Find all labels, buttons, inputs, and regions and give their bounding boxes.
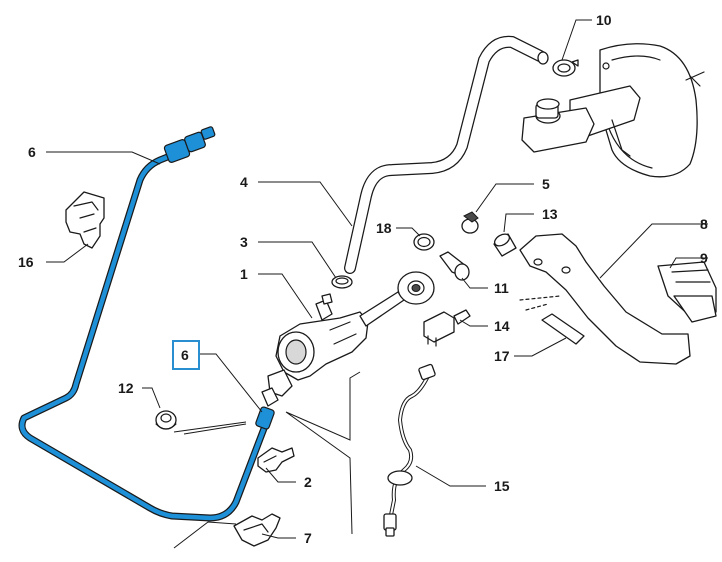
bracket-7 <box>233 513 281 547</box>
pipe-lower-fitting <box>255 406 275 430</box>
label-12: 12 <box>118 380 134 396</box>
label-5: 5 <box>542 176 550 192</box>
label-17: 17 <box>494 348 510 364</box>
leader-7 <box>261 533 296 539</box>
label-18: 18 <box>376 220 392 236</box>
leader-17 <box>514 337 567 357</box>
brake-booster <box>521 43 705 178</box>
label-3: 3 <box>240 234 248 250</box>
leader-4 <box>258 181 353 227</box>
clamp-10 <box>552 59 579 77</box>
leader-lines <box>46 19 708 549</box>
pin-17 <box>541 313 585 345</box>
pin-11 <box>439 251 470 281</box>
pedal-pad-9 <box>657 261 717 323</box>
clamp-5 <box>461 211 479 234</box>
label-10: 10 <box>596 12 612 28</box>
leader-3 <box>258 241 337 279</box>
grommet-12 <box>155 410 177 430</box>
leader-5 <box>475 183 534 213</box>
label-8: 8 <box>700 216 708 232</box>
label-2: 2 <box>304 474 312 490</box>
label-6-highlighted: 6 <box>181 347 189 363</box>
clip-16 <box>65 191 105 249</box>
leader-12 <box>142 387 161 409</box>
label-15: 15 <box>494 478 510 494</box>
label-14: 14 <box>494 318 510 334</box>
switch-14 <box>423 309 471 347</box>
label-13: 13 <box>542 206 558 222</box>
label-9: 9 <box>700 250 708 266</box>
hose-4 <box>344 35 549 274</box>
label-7: 7 <box>304 530 312 546</box>
leader-11 <box>461 277 488 289</box>
label-4: 4 <box>240 174 248 190</box>
master-cylinder-1 <box>261 271 435 407</box>
leader-10 <box>561 19 592 61</box>
leader-15 <box>415 465 486 487</box>
leader-pipe-guide <box>173 521 237 549</box>
hose-clamp-3 <box>331 275 353 289</box>
connector-2 <box>257 447 295 473</box>
bushing-13 <box>493 233 517 257</box>
assembly-bracket <box>285 371 361 535</box>
label-1: 1 <box>240 266 248 282</box>
sensor-cable-15 <box>383 363 436 537</box>
leader-1 <box>258 273 313 319</box>
leader-8 <box>599 223 708 279</box>
highlight-box <box>172 340 200 370</box>
label-16: 16 <box>18 254 34 270</box>
leader-6a <box>46 151 161 165</box>
leader-16 <box>46 243 89 263</box>
label-6-upper: 6 <box>28 144 36 160</box>
label-11: 11 <box>494 280 509 296</box>
callout-labels: 6 16 12 6 2 7 1 3 4 18 5 13 11 14 17 8 9… <box>18 12 708 546</box>
leader-2 <box>265 467 296 483</box>
leader-14 <box>459 319 488 327</box>
clutch-pipe <box>18 126 275 522</box>
pipe-highlight <box>19 149 271 521</box>
leader-18 <box>396 227 421 237</box>
o-ring-18 <box>413 233 435 251</box>
pedal-arm-8 <box>519 233 691 365</box>
pipe-upper-fitting <box>163 126 216 163</box>
leader-9 <box>669 257 708 269</box>
leader-13 <box>503 213 534 233</box>
leader-12b <box>173 421 247 435</box>
leader-6b <box>198 353 263 413</box>
